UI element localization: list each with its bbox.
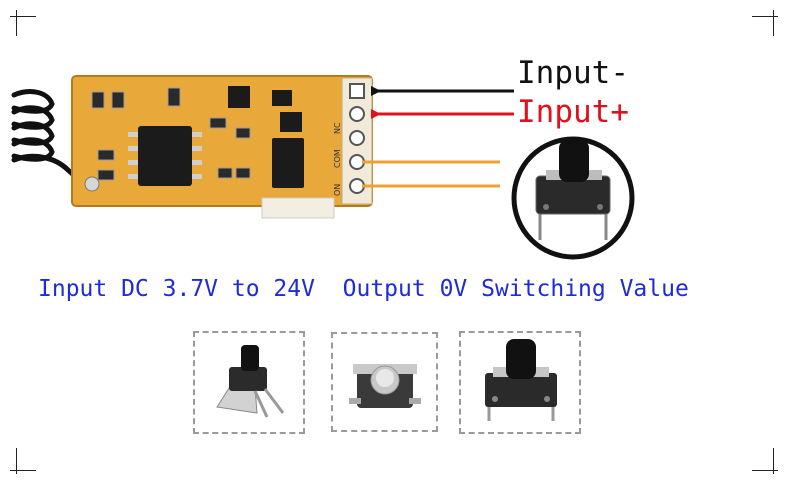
crop-mark-bl-h <box>10 470 36 471</box>
crop-mark-br-v <box>773 448 774 474</box>
crop-mark-br-h <box>752 470 778 471</box>
crop-mark-tl-v <box>16 10 17 36</box>
crop-mark-tr-h <box>752 16 778 17</box>
input-plus-label: Input+ <box>517 94 629 130</box>
pin-label-com: COM <box>333 149 342 168</box>
pin-label-nc: NC <box>333 122 342 134</box>
crop-mark-tr-v <box>773 10 774 36</box>
input-minus-label: Input- <box>517 55 629 91</box>
antenna-coil <box>11 89 93 187</box>
tactile-switch-large-icon <box>485 339 557 421</box>
thumbnail-tactile-switch <box>459 331 581 434</box>
right-angle-switch-icon <box>216 345 285 418</box>
thumbnail-smd-switch <box>331 332 438 432</box>
pcb-board: NC COM ON <box>71 75 373 219</box>
tactile-switch-icon <box>511 136 635 260</box>
crop-mark-tl-h <box>10 16 36 17</box>
pin-label-on: ON <box>333 184 342 196</box>
spec-caption: Input DC 3.7V to 24V Output 0V Switching… <box>38 276 689 302</box>
smd-switch-icon <box>349 364 421 408</box>
crop-mark-bl-v <box>16 448 17 474</box>
thumbnail-right-angle-switch <box>193 331 305 434</box>
